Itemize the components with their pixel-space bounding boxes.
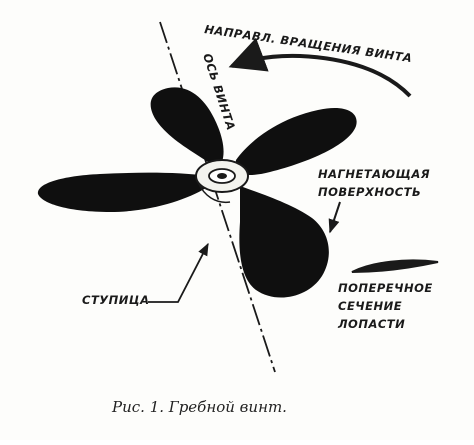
pressure-surface-pointer [328, 201, 341, 234]
propeller-axis-line [159, 21, 276, 373]
pressure-surface-label-line1: НАГНЕТАЮЩАЯ [318, 167, 430, 181]
rotation-direction-label: НАПРАВЛ. ВРАЩЕНИЯ ВИНТА [204, 22, 414, 65]
figure-caption: Рис. 1. Гребной винт. [111, 398, 287, 416]
cross-section-label-line3: ЛОПАСТИ [337, 317, 405, 331]
hub [195, 159, 249, 204]
rotation-direction-arrow [228, 37, 412, 98]
blade-lower-right [239, 186, 329, 298]
blade-upper-left [150, 87, 224, 162]
cross-section-label-line2: СЕЧЕНИЕ [338, 299, 402, 313]
cross-section-label-line1: ПОПЕРЕЧНОЕ [338, 281, 433, 295]
hub-pointer [148, 242, 209, 303]
blade-left [37, 172, 207, 212]
pressure-surface-label-line2: ПОВЕРХНОСТЬ [318, 185, 421, 199]
hub-label: СТУПИЦА [82, 293, 149, 307]
blade-right [234, 107, 357, 175]
blade-cross-section-glyph [351, 259, 439, 273]
